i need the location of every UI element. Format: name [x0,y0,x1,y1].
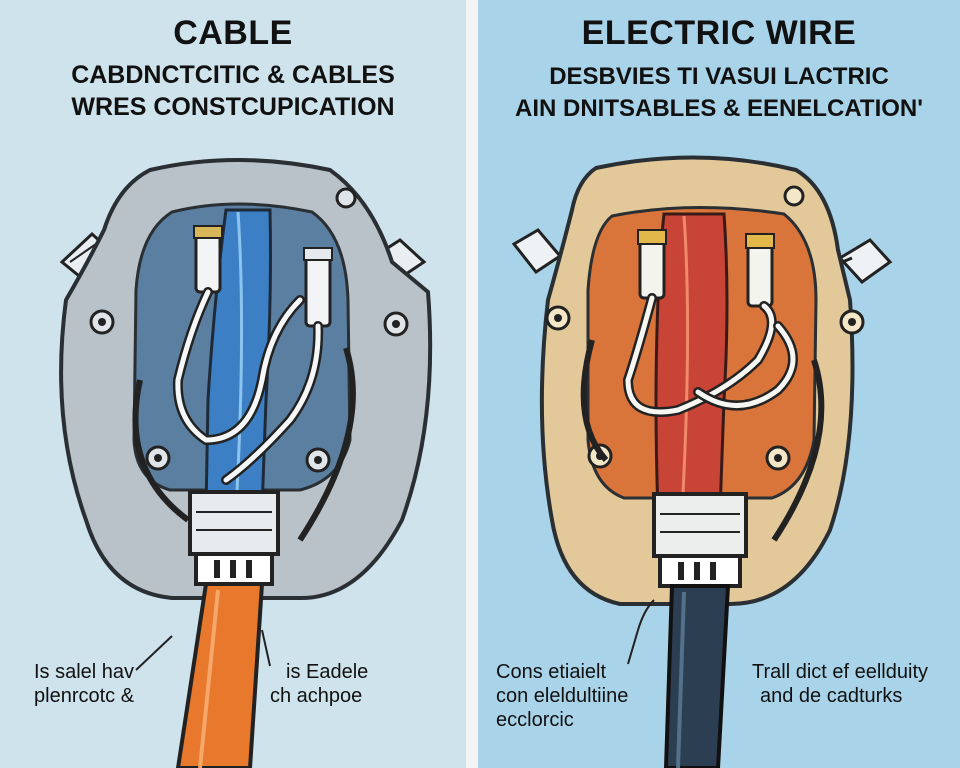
electric-wire-panel: ELECTRIC WIRE DESBVIES TI VASUI LACTRIC … [478,0,960,768]
caption-right-line-1: is Eadele [286,661,369,683]
wire-clamp-icon [652,492,748,588]
caption-right-line-2: ch achpoe [270,685,363,707]
white-wire [132,379,190,523]
caption-left-line-3: ecclorcic [496,709,574,731]
main-wire [654,212,729,514]
connector-icon [637,229,667,300]
cable-clamp-icon [188,490,280,586]
cable-panel: CABLE CABDNCTCITIC & CABLES WRES CONSTCU… [0,0,466,768]
caption-leader-line [135,635,173,671]
cable-highlight [676,591,686,768]
panel-subtitle-line-2: WRES CONSTCUPICATION [71,93,395,121]
panel-subtitle-line-1: CABDNCTCITIC & CABLES [71,61,395,89]
caption-left-line-2: plenrcotc & [34,685,135,707]
screw-icon [783,185,805,207]
screw-icon [383,311,409,337]
panel-title: ELECTRIC WIRE [581,14,857,52]
caption-left-line-1: Is salel hav [34,661,135,683]
cable-illustration [0,0,466,768]
caption-right-line-2: and de cadturks [760,685,903,707]
connector-icon [745,233,775,308]
caption-right-line-1: Trall dict ef eellduity [752,661,928,683]
outer-cable [175,582,265,768]
panel-divider [466,0,478,768]
electric-wire-illustration [478,0,960,768]
screw-icon [305,447,331,473]
white-wire [771,359,825,542]
cable-highlight [198,589,220,768]
connector-icon [193,225,223,294]
caption-left-line-1: Cons etiaielt [496,661,607,683]
screw-icon [545,305,571,331]
screw-icon [839,309,865,335]
panel-subtitle-line-1: DESBVIES TI VASUI LACTRIC [549,63,889,90]
caption-left-line-2: con eleldultiine [496,685,629,707]
outer-cable [663,584,731,768]
wire-highlight [680,215,690,513]
caption-leader-line [261,629,271,667]
screw-icon [145,445,171,471]
caption-leader-line [627,599,655,665]
screw-icon [335,187,357,209]
connector-icon [303,247,333,328]
screw-icon [765,445,791,471]
screw-icon [89,309,115,335]
white-wire [297,347,356,542]
panel-subtitle-line-2: AIN DNITSABLES & EENELCATION' [515,95,923,122]
white-wire [580,339,609,463]
panel-title: CABLE [173,14,293,52]
